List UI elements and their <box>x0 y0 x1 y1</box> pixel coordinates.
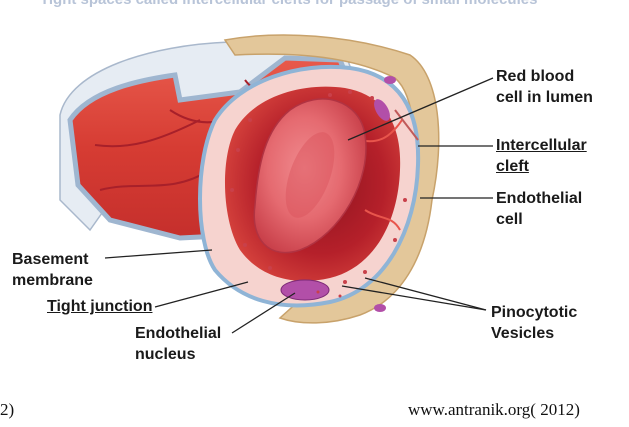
label-endothelial-nucleus-2: nucleus <box>135 345 195 365</box>
label-basement-membrane-2: membrane <box>12 271 93 291</box>
label-pinocytotic-vesicles-2: Vesicles <box>491 324 554 344</box>
label-pinocytotic-vesicles-1: Pinocytotic <box>491 303 577 323</box>
label-intercellular-cleft-1: Intercellular <box>496 136 587 156</box>
label-red-blood-cell-2: cell in lumen <box>496 88 601 108</box>
footer-credit: www.antranik.org( 2012) <box>408 400 580 420</box>
label-red-blood-cell-1: Red blood <box>496 67 574 87</box>
label-basement-membrane-1: Basement <box>12 250 88 270</box>
nucleus-small-2 <box>384 76 396 84</box>
label-tight-junction: Tight junction <box>47 297 152 317</box>
footer-left: 2) <box>0 400 14 420</box>
nucleus-small-3 <box>374 304 386 312</box>
label-endothelial-nucleus-1: Endothelial <box>135 324 221 344</box>
label-endothelial-cell-2: cell <box>496 210 523 230</box>
label-intercellular-cleft-2: cleft <box>496 157 529 177</box>
label-endothelial-cell-1: Endothelial <box>496 189 582 209</box>
